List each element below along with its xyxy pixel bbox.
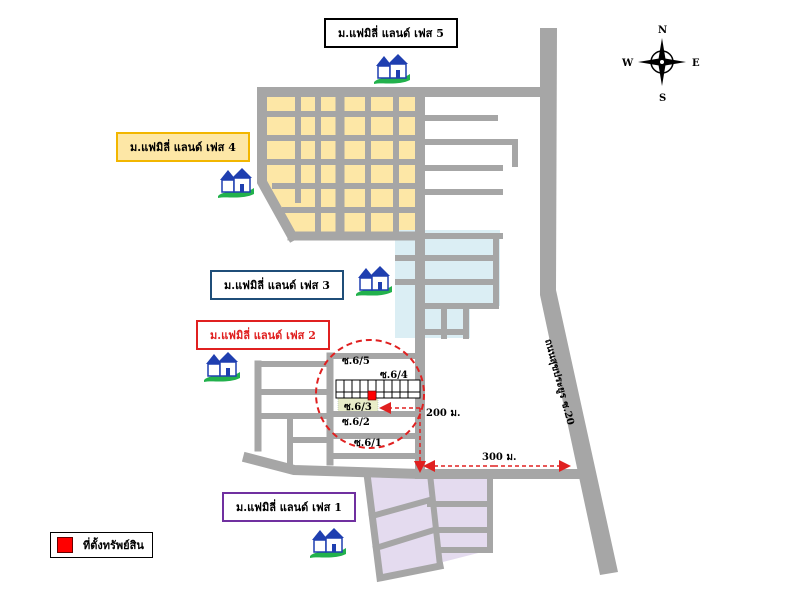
- soi-6-3-label: ซ.6/3: [344, 402, 372, 413]
- phase1-zone: [367, 474, 490, 578]
- road: [372, 526, 438, 552]
- house-icon: [374, 54, 410, 84]
- phase1-label: ม.แฟมิลี่ แลนด์ เฟส 1: [222, 492, 356, 522]
- soi-6-2-label: ซ.6/2: [342, 417, 370, 428]
- compass-icon: N S E W: [621, 25, 700, 104]
- house-icon: [204, 352, 240, 382]
- property-marker[interactable]: [367, 390, 377, 401]
- phase5-label: ม.แฟมิลี่ แลนด์ เฟส 5: [324, 18, 458, 48]
- road-phase4-left: [257, 87, 299, 243]
- legend-swatch: [57, 537, 73, 553]
- house-icon: [310, 528, 346, 558]
- compass-n: N: [658, 25, 667, 36]
- lot-grid: [335, 379, 421, 399]
- south-road: [241, 451, 581, 479]
- phase2-label: ม.แฟมิลี่ แลนด์ เฟส 2: [196, 320, 330, 350]
- compass-e: E: [692, 58, 700, 69]
- legend-label: ที่ตั้งทรัพย์สิน: [83, 539, 144, 552]
- phase4-label: ม.แฟมิลี่ แลนด์ เฟส 4: [116, 132, 250, 162]
- house-icon: [218, 168, 254, 198]
- distance-300-label: 300 ม.: [482, 452, 516, 463]
- legend: ที่ตั้งทรัพย์สิน: [50, 532, 153, 558]
- road: [363, 470, 445, 583]
- road: [368, 496, 434, 520]
- road: [417, 139, 518, 167]
- distance-200-label: 200 ม.: [426, 408, 460, 419]
- soi-6-4-label: ซ.6/4: [380, 370, 408, 381]
- soi-6-1-label: ซ.6/1: [354, 438, 382, 449]
- main-road: [540, 28, 618, 575]
- compass-s: S: [659, 93, 666, 104]
- radius-circle: [315, 339, 425, 449]
- phase3-label: ม.แฟมิลี่ แลนด์ เฟส 3: [210, 270, 344, 300]
- soi-6-5-label: ซ.6/5: [342, 356, 370, 367]
- compass-w: W: [621, 58, 634, 69]
- house-icon: [356, 266, 392, 296]
